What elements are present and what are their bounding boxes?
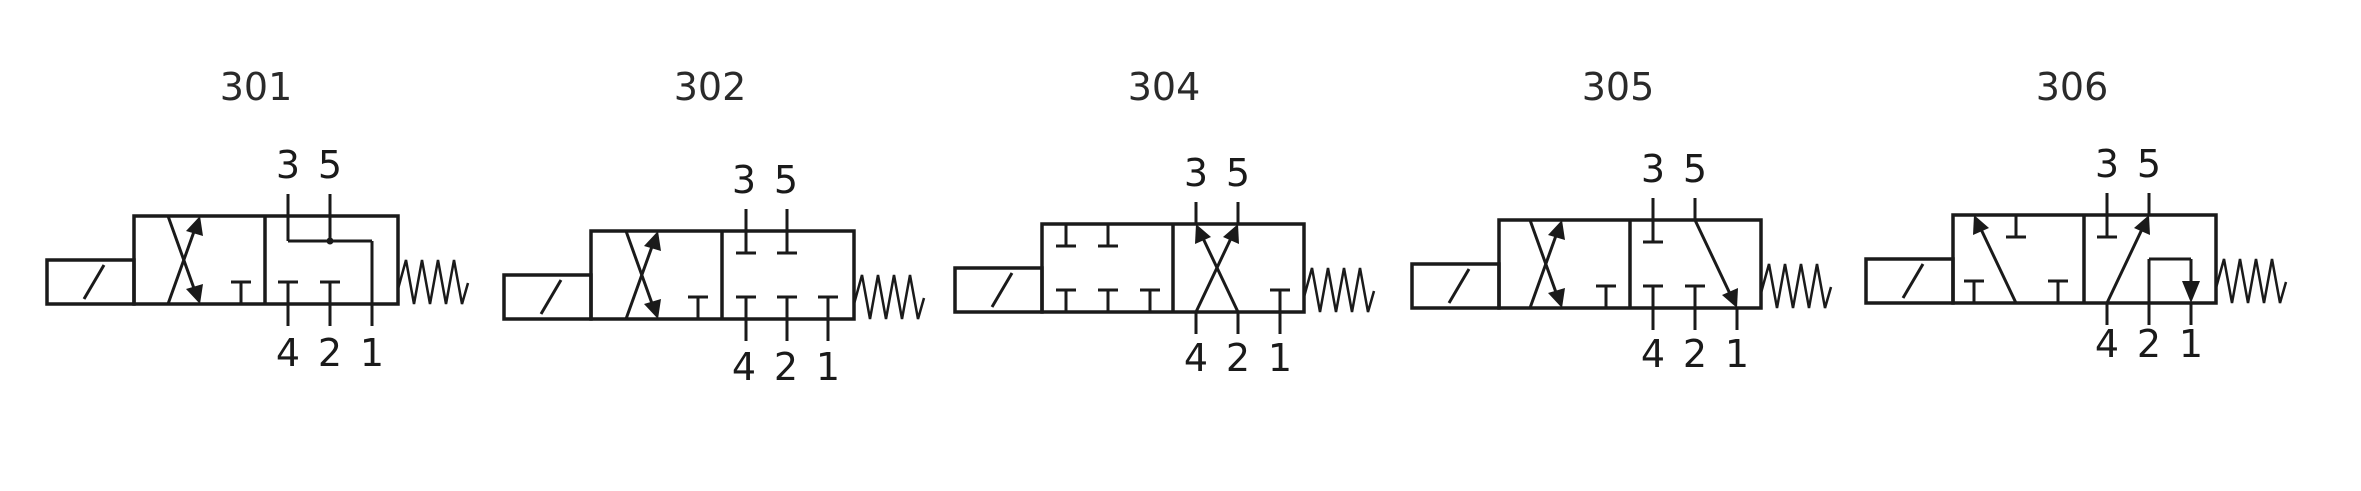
port-label: 5 [318,143,342,187]
port-label: 3 [276,143,300,187]
valve-title: 301 [220,65,293,109]
port-label: 2 [1683,332,1707,376]
port-label: 5 [1226,151,1250,195]
valve-body [1497,218,1763,310]
valve-306: 306 [1864,65,2288,366]
valve-title: 306 [2036,65,2109,109]
port-label: 4 [732,345,756,389]
port-label: 2 [774,345,798,389]
port-label: 4 [276,331,300,375]
solenoid-actuator [45,258,136,306]
port-label: 5 [2137,142,2161,186]
port-label: 3 [1184,151,1208,195]
valve-body [1040,222,1306,314]
right-position-flow [1643,198,1739,330]
left-position-all-blocked [1056,224,1160,312]
port-label: 3 [1641,147,1665,191]
left-position-crossed-flow [166,215,251,305]
port-label: 1 [2179,322,2203,366]
port-label: 5 [1683,147,1707,191]
right-position-flow [278,194,374,326]
port-label: 1 [1725,332,1749,376]
valve-body [589,229,856,321]
port-label: 1 [816,345,840,389]
port-label: 5 [774,158,798,202]
port-label: 1 [1268,336,1292,380]
port-label: 3 [2095,142,2119,186]
valve-title: 302 [674,65,747,109]
left-position-crossed-flow [1528,219,1616,309]
port-label: 1 [360,331,384,375]
port-label: 2 [318,331,342,375]
port-label: 2 [1226,336,1250,380]
valve-305: 305 3 5 [1410,65,1833,376]
valve-301: 301 [45,65,470,375]
left-position-crossed-flow [624,230,708,320]
solenoid-actuator [1864,257,1955,305]
valve-body [132,214,400,306]
spring-return [1759,263,1833,309]
port-label: 2 [2137,322,2161,366]
spring-return [1302,267,1376,313]
solenoid-actuator [502,273,593,321]
port-label: 4 [1641,332,1665,376]
valve-302: 302 3 5 [502,65,926,389]
port-label: 4 [2095,322,2119,366]
right-position-flow [2097,193,2200,325]
right-position-crossed-flow [1194,202,1290,334]
valve-title: 304 [1128,65,1201,109]
port-label: 3 [732,158,756,202]
left-position-flow [1964,215,2068,304]
valve-304: 304 [953,65,1376,380]
right-position-blocked [736,209,838,341]
valve-body [1951,213,2218,305]
spring-return [2214,258,2288,304]
solenoid-actuator [1410,262,1501,310]
spring-return [396,259,470,305]
port-label: 4 [1184,336,1208,380]
spring-return [852,274,926,320]
valve-title: 305 [1582,65,1655,109]
solenoid-actuator [953,266,1044,314]
